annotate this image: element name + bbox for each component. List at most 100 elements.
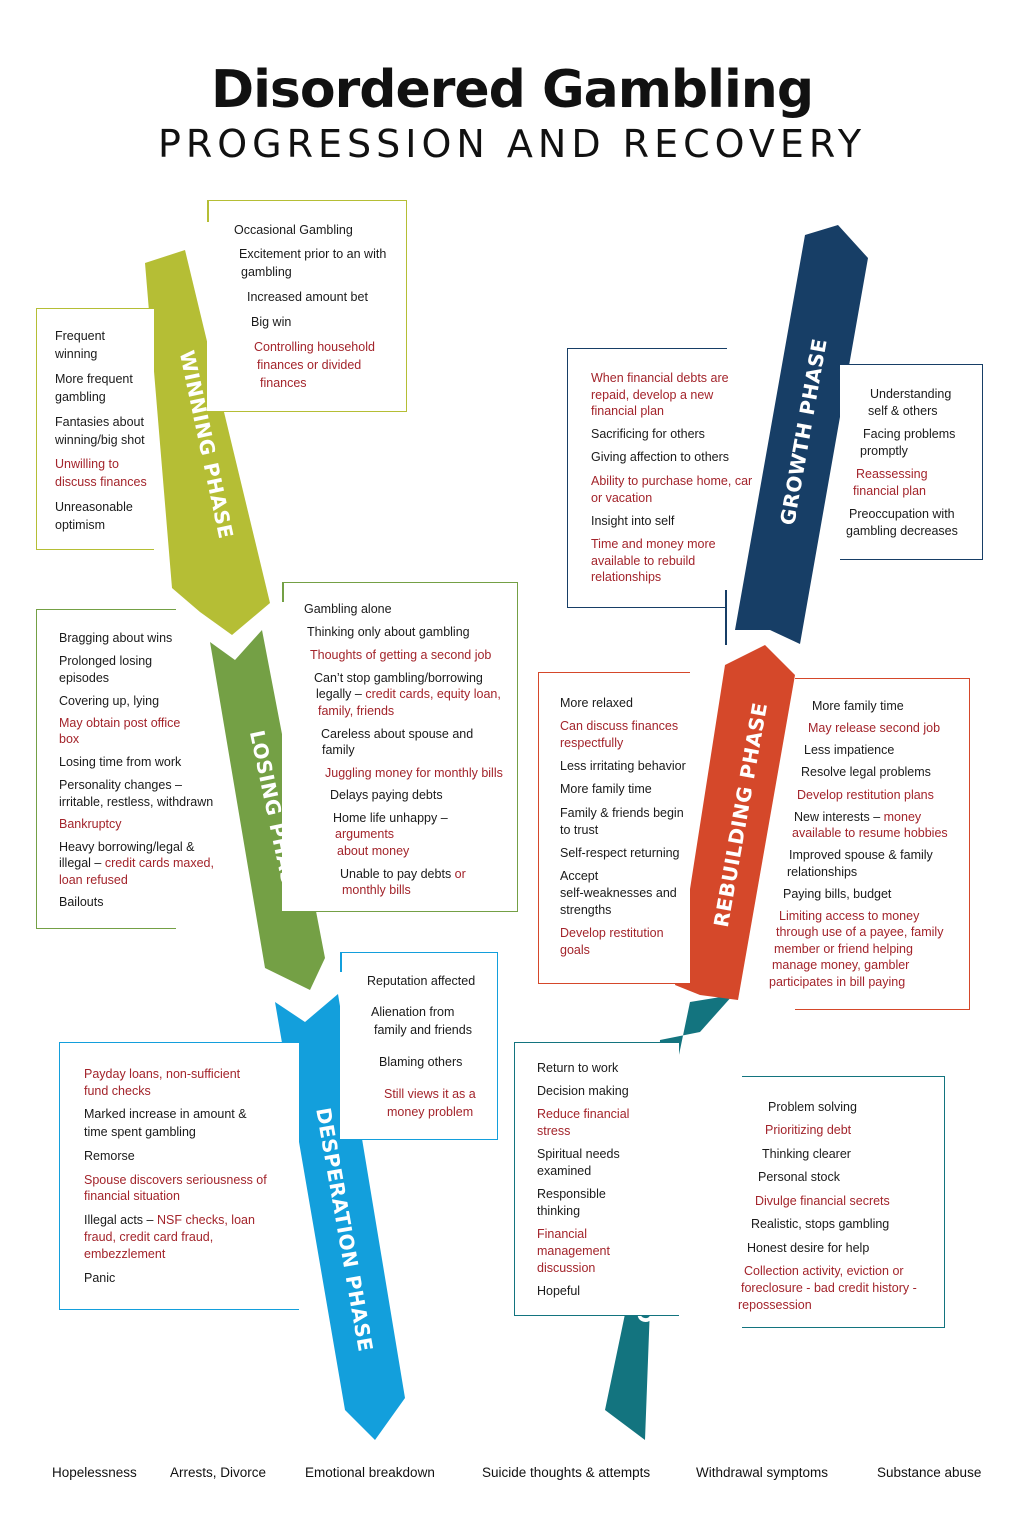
critical-left-item-red: Reduce financial [537,1107,630,1121]
desperation-left-item: Marked increase in amount & [84,1107,247,1121]
winning-left-item: winning [55,347,98,361]
rebuilding-right-item-red: member or friend helping [774,942,913,956]
losing-right-item-red: monthly bills [342,883,411,897]
rebuilding-right-item: Less impatience [804,743,895,757]
rebuilding-left-item: to trust [560,823,599,837]
winning-left-item: Frequent [55,329,106,343]
growth-left-item-red: financial plan [591,404,664,418]
losing-left-item: Personality changes – [59,778,182,792]
losing-right-item-red: family, friends [318,704,395,718]
rebuilding-left-item: More relaxed [560,696,633,710]
bottom-label-arrests-divorce: Arrests, Divorce [170,1465,267,1480]
rebuilding-right-item: Paying bills, budget [783,887,892,901]
losing-right-item-red: Thoughts of getting a second job [310,648,492,662]
rebuilding-right-item: More family time [812,699,904,713]
desperation-right-box [340,952,498,1140]
growth-left-item-red: available to rebuild [591,554,696,568]
rebuilding-right-item: relationships [787,865,858,879]
desperation-phase-arrow [275,994,405,1440]
rebuilding-right-item-red: Limiting access to money [779,909,920,923]
losing-right-item: Gambling alone [304,602,392,616]
desperation-left-item-red: financial situation [84,1189,180,1203]
losing-right-text-red: or [454,867,466,881]
critical-left-item-red: Financial [537,1227,588,1241]
losing-left-item: Bailouts [59,895,104,909]
losing-right-item-red: about money [337,844,410,858]
rebuilding-left-item-red: respectfully [560,736,624,750]
critical-right-item-red: foreclosure - bad credit history - [741,1281,917,1295]
losing-left-text-red: credit cards maxed, [104,856,214,870]
losing-right-item: Home life unhappy – [333,811,448,825]
desperation-left-text: Illegal acts – [84,1213,157,1227]
growth-right-item: gambling decreases [846,524,958,538]
desperation-right-item: Reputation affected [367,974,476,988]
losing-right-item: Unable to pay debts or [340,866,466,882]
critical-right-item: Problem solving [768,1100,857,1114]
losing-right-box-top-segment [282,582,284,602]
critical-phase-arrow [605,995,733,1440]
desperation-left-item-red: Spouse discovers seriousness of [84,1173,267,1187]
winning-item: Excitement prior to an with [239,247,387,261]
critical-left-item-red: discussion [537,1261,596,1275]
rebuilding-left-item: Accept [560,869,599,883]
rebuilding-right-item: Improved spouse & family [789,848,933,862]
winning-right-box-top-segment [207,200,209,222]
bottom-label-withdrawal-symptoms: Withdrawal symptoms [696,1465,829,1480]
winning-item-red: finances or divided [257,358,362,372]
critical-left-item: Spiritual needs [537,1147,620,1161]
rebuilding-right-item: Resolve legal problems [801,765,931,779]
growth-right-item: promptly [860,444,908,458]
critical-right-item: Personal stock [758,1170,840,1184]
growth-left-box [567,348,727,608]
desperation-left-item-red: Payday loans, non-sufficient [84,1067,241,1081]
winning-left-item: gambling [55,390,106,404]
winning-left-item-red: discuss finances [55,475,147,489]
rebuilding-left-item-red: Develop restitution [560,926,664,940]
losing-left-item: episodes [59,671,110,685]
page-title: Disordered Gambling [210,60,814,120]
desperation-right-item-red: money problem [387,1105,474,1119]
rebuilding-right-item: New interests – money [794,809,921,825]
growth-right-item: Understanding [870,387,952,401]
rebuilding-right-text: New interests – [794,810,884,824]
losing-left-text: illegal – [59,856,105,870]
winning-left-item: optimism [55,518,106,532]
losing-left-item-red: Bankruptcy [59,817,122,831]
growth-left-item-red: When financial debts are [591,371,729,385]
winning-right-box [207,200,407,412]
page-subtitle: PROGRESSION AND RECOVERY [157,122,867,166]
critical-right-item-red: Prioritizing debt [765,1123,852,1137]
critical-left-item: Responsible [537,1187,606,1201]
desperation-right-item: family and friends [374,1023,472,1037]
critical-right-item-red: Divulge financial secrets [755,1194,890,1208]
losing-left-box [36,609,176,929]
winning-left-item: winning/big shot [55,433,145,447]
bottom-label-emotional-breakdown: Emotional breakdown [305,1465,435,1480]
rebuilding-left-item: strengths [560,903,612,917]
critical-right-item-red: Collection activity, eviction or [744,1264,904,1278]
rebuilding-left-item-red: goals [560,943,590,957]
desperation-left-item: Illegal acts – NSF checks, loan [84,1212,255,1228]
critical-right-item: Honest desire for help [747,1241,870,1255]
winning-left-box [36,308,154,550]
rebuilding-left-item-red: Can discuss finances [560,719,679,733]
desperation-left-item-red: embezzlement [84,1247,166,1261]
losing-left-item-red: box [59,732,80,746]
growth-left-item-red: Ability to purchase home, car [591,474,753,488]
desperation-right-item: Blaming others [379,1055,463,1069]
critical-left-item: Return to work [537,1061,619,1075]
critical-left-item: thinking [537,1204,581,1218]
desperation-left-item: Remorse [84,1149,135,1163]
desperation-left-box [59,1042,299,1310]
desperation-left-item-red: fund checks [84,1084,151,1098]
growth-right-item: Preoccupation with [849,507,955,521]
critical-left-box [514,1042,679,1316]
rebuilding-phase-arrow [675,645,795,1000]
losing-left-item: Heavy borrowing/legal & [59,840,195,854]
growth-phase-arrow [735,225,868,644]
losing-right-item: Thinking only about gambling [307,625,470,639]
winning-item: Increased amount bet [247,290,368,304]
losing-left-item: Losing time from work [59,755,182,769]
rebuilding-right-item-red: through use of a payee, family [776,925,944,939]
growth-right-item: self & others [868,404,938,418]
